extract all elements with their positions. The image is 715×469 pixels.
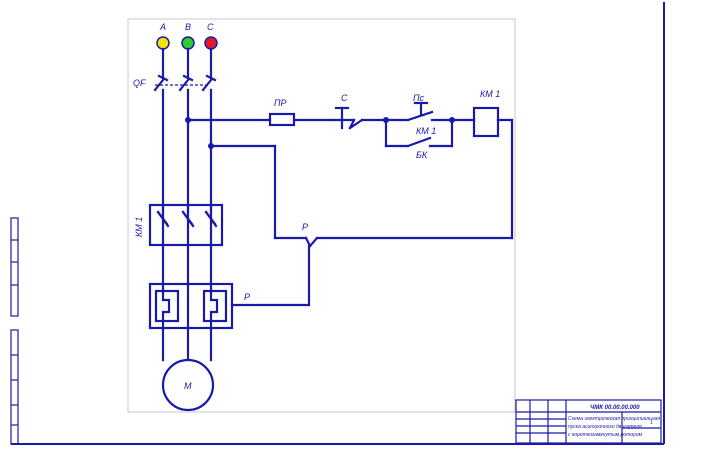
fuse-symbol — [268, 112, 296, 127]
thermal-relay-label: Р — [244, 292, 250, 302]
phase-label-a: A — [159, 22, 166, 32]
aux-contact-symbol: КМ 1 БК — [384, 118, 454, 160]
title-block-sheet: 1 — [650, 420, 653, 426]
thermal-relay-box — [148, 282, 234, 330]
relay-contact-label: Р — [302, 222, 308, 232]
relay-contact-symbol: Р — [302, 222, 319, 248]
phase-lamp-b — [181, 36, 195, 50]
title-block-line-3: с короткозамкнутым ротором — [568, 432, 643, 438]
contactor-km1: КМ 1 — [134, 203, 224, 247]
thermal-relay: Р — [148, 282, 250, 330]
stop-button-label: С — [341, 93, 348, 103]
motor-symbol — [161, 358, 215, 412]
title-block: ЧМК 00.00.00.000 Схема электрическая при… — [515, 399, 662, 444]
start-button-label: Пс — [413, 93, 425, 103]
circuit-breaker-qf: QF — [133, 47, 217, 92]
drawing-frame — [11, 2, 665, 445]
title-block-line-1: Схема электрическая принципиальная — [568, 416, 660, 422]
phase-lamp-c — [204, 36, 218, 50]
aux-contact-sublabel: БК — [416, 150, 428, 160]
contactor-box — [148, 203, 224, 247]
phase-lamp-a — [156, 36, 170, 50]
phase-label-b: B — [185, 22, 191, 32]
motor-m: М — [161, 358, 215, 412]
coil-label: КМ 1 — [480, 89, 500, 99]
title-block-code: ЧМК 00.00.00.000 — [590, 405, 640, 411]
motor-label: М — [184, 381, 192, 391]
start-button-symbol: Пс — [384, 93, 454, 122]
control-circuit: ПР С Пс КМ 1 — [185, 89, 514, 307]
breaker-label: QF — [133, 78, 146, 88]
title-block-line-2: пуска асинхронного двигателя — [568, 424, 642, 430]
left-side-stamp — [10, 217, 19, 445]
contactor-label: КМ 1 — [134, 217, 144, 237]
stop-button-symbol: С — [330, 93, 388, 130]
contactor-coil-symbol — [472, 106, 500, 138]
fuse-label: ПР — [274, 98, 287, 108]
phase-label-c: C — [207, 22, 214, 32]
canvas-border — [127, 18, 516, 413]
aux-contact-label: КМ 1 — [416, 126, 436, 136]
phase-lamps: A B C — [156, 22, 218, 50]
